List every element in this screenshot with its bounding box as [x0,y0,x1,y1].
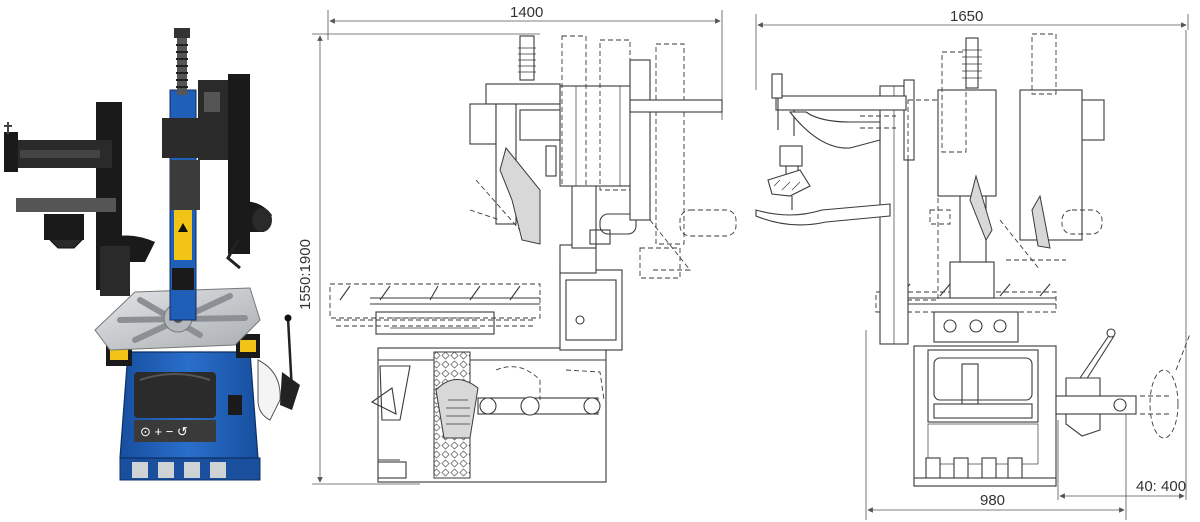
front-view-drawing: 1400 1550:1900 [297,4,737,485]
height-range-label: 1550:1900 [297,239,314,310]
svg-text:⊙ + − ↺: ⊙ + − ↺ [140,424,188,439]
side-width-label: 1650 [950,8,983,25]
extension-range-label: 40: 400 [1136,478,1186,495]
machine-illustration: ⊙ + − ↺ [4,28,300,481]
side-view-drawing: 1650 [755,8,1191,520]
front-width-label: 1400 [510,4,543,21]
base-depth-label: 980 [980,492,1005,509]
